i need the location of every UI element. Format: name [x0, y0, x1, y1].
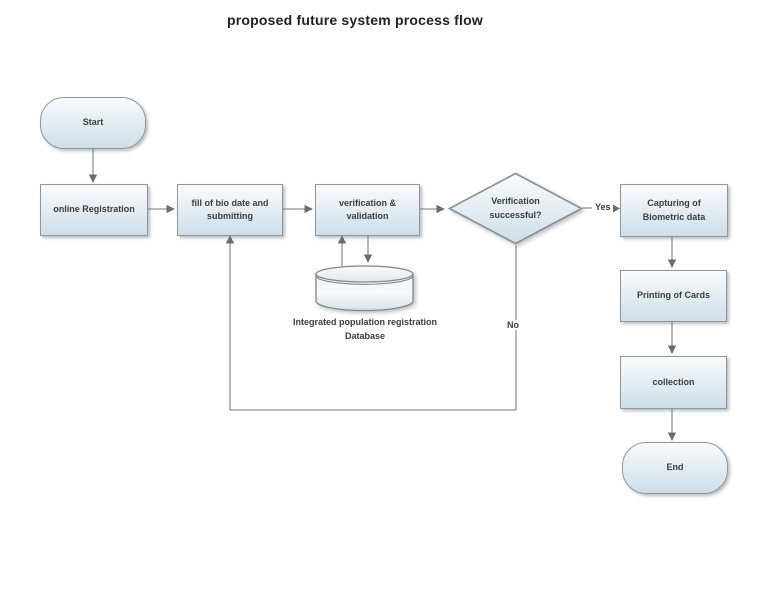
node-capturing-label-line1: Capturing of — [647, 198, 701, 208]
decision-diamond-shape — [448, 172, 583, 245]
node-decision: Verification successful? — [448, 172, 583, 245]
node-decision-label-line1: Verification — [491, 196, 540, 206]
node-fill-bio-label-line1: fill of bio date and — [191, 197, 269, 208]
node-verification: verification & validation — [315, 184, 420, 236]
node-fill-bio-label-line2: submitting — [207, 211, 253, 221]
edge-label-yes: Yes — [593, 202, 613, 212]
diagram-title: proposed future system process flow — [227, 12, 483, 28]
node-online-registration: online Registration — [40, 184, 148, 236]
node-start: Start — [40, 97, 146, 149]
node-database-label: Integrated population registration Datab… — [265, 316, 465, 344]
node-database-label-line2: Database — [344, 330, 386, 341]
node-collection-label: collection — [652, 376, 695, 387]
node-end: End — [622, 442, 728, 494]
node-printing-label: Printing of Cards — [636, 290, 710, 301]
node-database — [315, 265, 414, 312]
node-verification-label-line2: validation — [346, 211, 389, 221]
node-decision-label: Verification successful? — [448, 172, 583, 245]
edge-yes-arrowhead — [613, 204, 620, 213]
edge-label-no: No — [505, 320, 521, 330]
node-decision-label-line2: successful? — [489, 209, 542, 220]
node-database-label-line1: Integrated population registration — [292, 317, 437, 327]
node-capturing-label-line2: Biometric data — [642, 211, 706, 222]
node-fill-bio: fill of bio date and submitting — [177, 184, 283, 236]
node-printing: Printing of Cards — [620, 270, 727, 322]
node-start-label: Start — [82, 117, 104, 128]
node-verification-label-line1: verification & — [338, 197, 396, 208]
database-cylinder-icon — [315, 265, 414, 312]
node-capturing: Capturing of Biometric data — [620, 184, 728, 237]
node-online-registration-label: online Registration — [53, 204, 135, 215]
node-collection: collection — [620, 356, 727, 409]
node-end-label: End — [666, 462, 684, 473]
